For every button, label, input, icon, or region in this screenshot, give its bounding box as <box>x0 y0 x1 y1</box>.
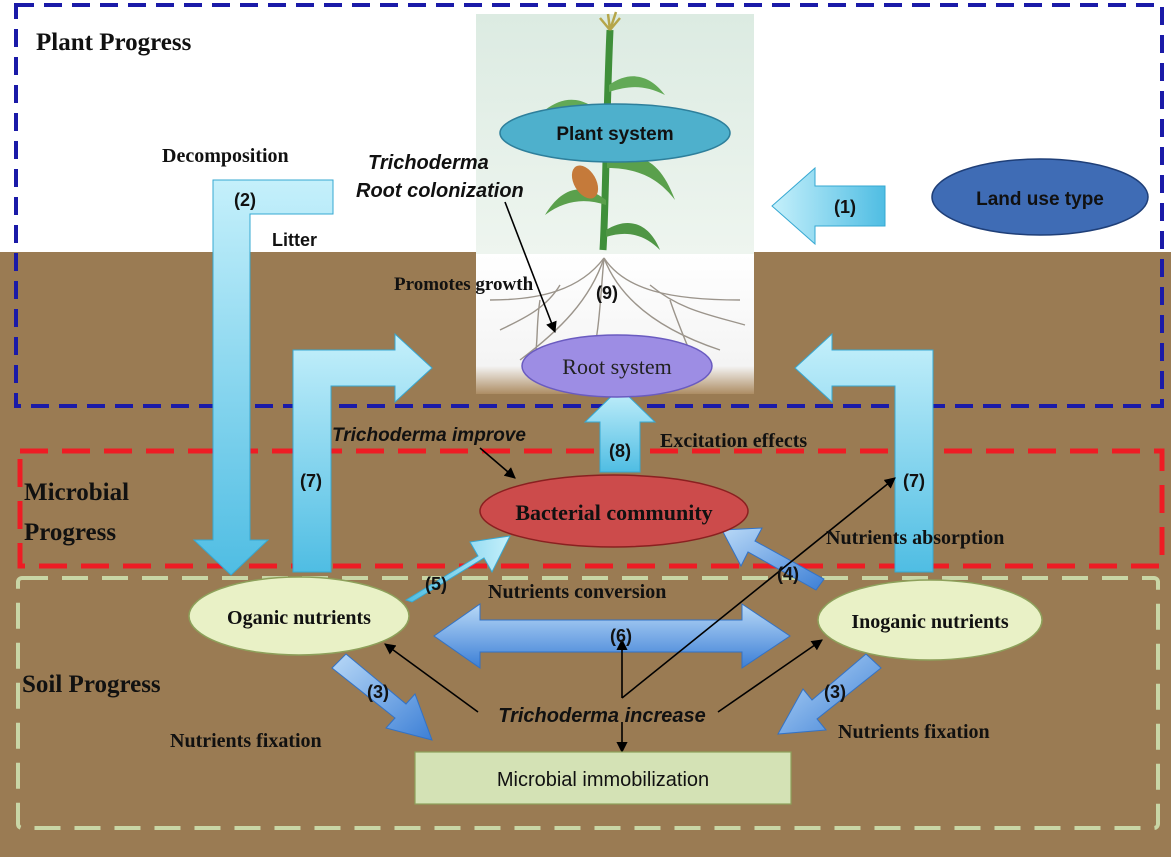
microbial-region-title-2: Progress <box>24 519 116 546</box>
step-number-6: (6) <box>610 626 632 646</box>
promotes-growth-label: Promotes growth <box>394 274 534 295</box>
litter-label: Litter <box>272 230 317 250</box>
arrow-3-right <box>777 653 882 735</box>
plant-region-border <box>14 3 1164 408</box>
inorganic-label: Inoganic nutrients <box>851 611 1008 633</box>
soil-region-border <box>16 576 1160 830</box>
step-number-9: (9) <box>596 283 618 303</box>
arrow-5 <box>404 535 511 603</box>
root-system-label: Root system <box>562 354 671 379</box>
step-number-5: (5) <box>425 574 447 594</box>
immobilization-node <box>414 751 792 805</box>
arrow-1-landuse <box>771 166 886 246</box>
arrow-increase-to-7 <box>621 477 896 699</box>
thin-arrows <box>384 201 896 754</box>
step-number-7-left: (7) <box>300 471 322 491</box>
fixation-left-label: Nutrients fixation <box>170 730 322 752</box>
microbial-region-border <box>17 448 1165 569</box>
trichoderma-label-1: Trichoderma <box>368 152 489 174</box>
arrow-6-double <box>433 603 791 669</box>
plant-region-title: Plant Progress <box>36 29 192 56</box>
step-number-3-right: (3) <box>824 682 846 702</box>
arrow-root-colonization <box>504 201 557 334</box>
step-number-3-left: (3) <box>367 682 389 702</box>
trichoderma-improve-label: Trichoderma improve <box>332 425 526 446</box>
arrow-7-left <box>292 332 433 573</box>
organic-label: Oganic nutrients <box>227 607 371 629</box>
nutrients-absorption-label: Nutrients absorption <box>826 527 1004 549</box>
arrow-increase-to-organic <box>384 643 479 713</box>
plant-system-label: Plant system <box>556 124 673 145</box>
plant-system-node <box>499 103 731 163</box>
arrow-trichoderma-improve <box>479 447 516 479</box>
trichoderma-increase-label: Trichoderma increase <box>498 705 706 727</box>
organic-node <box>188 576 410 656</box>
arrow-8 <box>583 387 657 473</box>
step-number-7-right: (7) <box>903 471 925 491</box>
arrow-4 <box>721 527 825 591</box>
step-number-4: (4) <box>777 564 799 584</box>
excitation-label: Excitation effects <box>660 430 807 452</box>
immobilization-label: Microbial immobilization <box>497 769 709 791</box>
step-number-2: (2) <box>234 190 256 210</box>
land-use-label: Land use type <box>976 189 1104 210</box>
arrow-3-left <box>331 653 433 741</box>
step-number-8: (8) <box>609 441 631 461</box>
bacterial-node <box>479 474 749 548</box>
land-use-node <box>931 158 1149 236</box>
microbial-region-title-1: Microbial <box>24 479 129 506</box>
trichoderma-label-2: Root colonization <box>356 180 524 202</box>
root-system-node <box>521 334 713 398</box>
inorganic-node <box>817 579 1043 661</box>
bacterial-label: Bacterial community <box>515 500 712 525</box>
arrow-increase-to-inorganic <box>717 639 823 713</box>
soil-region-title: Soil Progress <box>22 671 161 698</box>
nutrients-conversion-label: Nutrients conversion <box>488 581 666 603</box>
arrow-2-decomposition <box>192 179 334 576</box>
step-number-1: (1) <box>834 197 856 217</box>
decomposition-label: Decomposition <box>162 145 289 167</box>
fixation-right-label: Nutrients fixation <box>838 721 990 743</box>
